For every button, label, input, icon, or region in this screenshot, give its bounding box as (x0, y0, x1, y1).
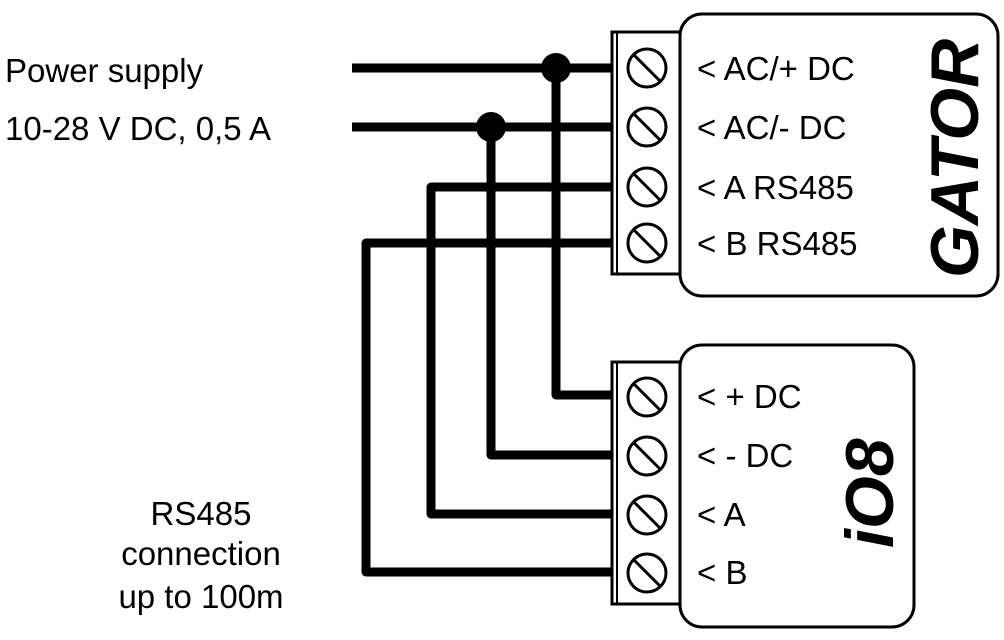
gator-device: < AC/+ DC < AC/- DC < A RS485 < B RS485 … (610, 12, 1000, 298)
junction-dot-positive (541, 53, 571, 83)
io8-terminal-label: < B (697, 554, 747, 591)
wire-rs485-b (361, 238, 614, 577)
gator-device-name: GATOR (917, 39, 993, 278)
rs485-note-line2: connection (121, 535, 281, 572)
io8-body (678, 343, 916, 629)
gator-terminal-label: < AC/- DC (697, 109, 846, 146)
screw-terminal-icon (626, 166, 668, 208)
rs485-note-line1: RS485 (151, 495, 252, 532)
power-supply-label: Power supply (5, 52, 204, 89)
wires (352, 63, 614, 577)
screw-terminal-icon (626, 552, 668, 594)
gator-body (678, 12, 1000, 298)
screw-terminal-icon (626, 222, 668, 264)
gator-terminal-label: < B RS485 (697, 225, 858, 262)
io8-terminal-label: < A (697, 496, 746, 533)
power-supply-spec: 10-28 V DC, 0,5 A (5, 110, 271, 147)
wire-rs485-a (426, 182, 614, 519)
screw-terminal-icon (626, 376, 668, 418)
gator-screw-terminals (626, 47, 668, 264)
rs485-note-line3: up to 100m (118, 578, 283, 615)
screw-terminal-icon (626, 494, 668, 536)
screw-terminal-icon (626, 106, 668, 148)
io8-terminal-label: < + DC (697, 378, 802, 415)
wire-io8-positive (551, 68, 614, 400)
io8-device-name: iO8 (832, 438, 908, 548)
io8-device: < + DC < - DC < A < B iO8 (610, 343, 916, 629)
gator-terminal-label: < AC/+ DC (697, 50, 855, 87)
gator-terminal-label: < A RS485 (697, 169, 854, 206)
io8-terminal-label: < - DC (697, 437, 793, 474)
wire-io8-negative (486, 127, 614, 460)
junction-dot-negative (476, 112, 506, 142)
io8-screw-terminals (626, 376, 668, 594)
screw-terminal-icon (626, 435, 668, 477)
screw-terminal-icon (626, 47, 668, 89)
